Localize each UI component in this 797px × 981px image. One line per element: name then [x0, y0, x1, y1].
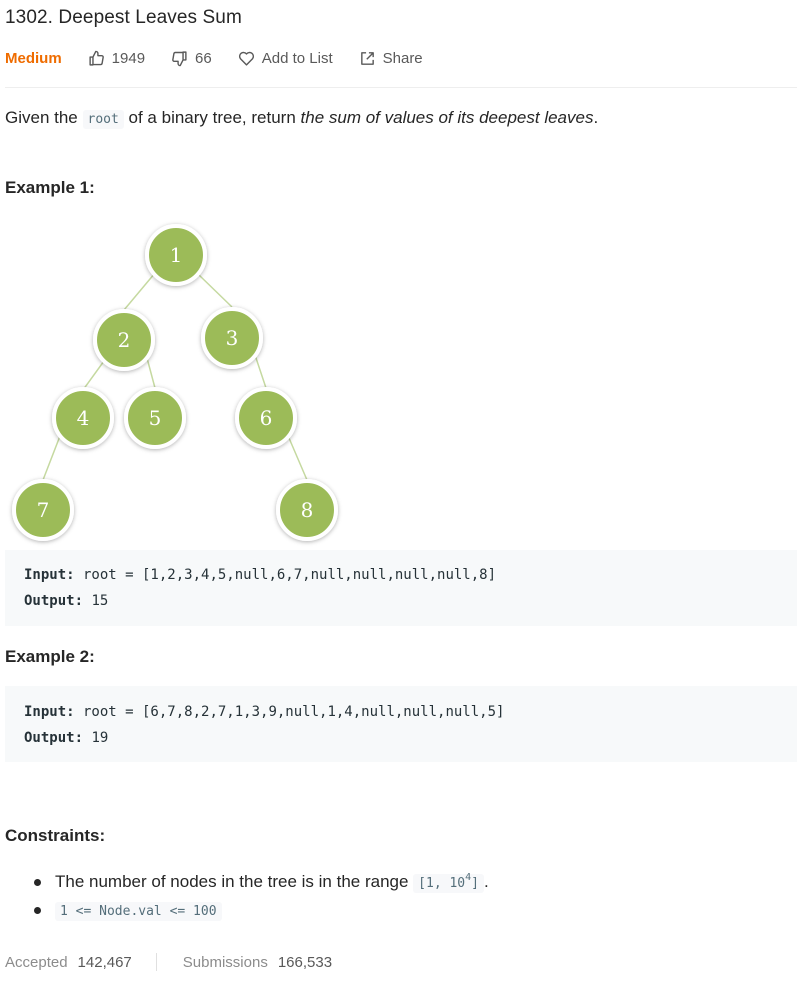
tree-node-circle: [276, 479, 338, 541]
share-label: Share: [382, 49, 423, 67]
submissions-label: Submissions: [182, 953, 268, 971]
input-label: Input:: [24, 567, 75, 583]
tree-node-circle: [145, 224, 207, 286]
example-1-code-block: Input: root = [1,2,3,4,5,null,6,7,null,n…: [5, 550, 797, 626]
tree-node-1: 1: [145, 224, 207, 286]
example-1-tree-diagram: 1 2 3 4 5 6 7 8: [12, 224, 338, 541]
share-button[interactable]: Share: [359, 50, 423, 67]
root-code: root: [82, 110, 124, 129]
tree-edge: [42, 435, 61, 481]
problem-meta-bar: Medium 1949 66 Add to List Share: [5, 46, 449, 70]
tree-node-8: 8: [276, 479, 338, 541]
tree-node-label: 6: [260, 406, 273, 430]
tree-node-label: 5: [149, 406, 162, 430]
tree-node-label: 1: [170, 243, 183, 267]
output-label: Output:: [24, 730, 84, 746]
tree-node-circle: [235, 387, 297, 449]
tree-edge: [146, 357, 156, 389]
thumbs-down-icon: [172, 50, 187, 66]
tree-node-label: 7: [37, 498, 50, 522]
tree-node-5: 5: [124, 387, 186, 449]
thumbs-up-icon: [89, 50, 104, 66]
stats-divider: [155, 953, 157, 971]
dislike-button[interactable]: 66: [171, 50, 212, 67]
description-text: of a binary tree, return: [123, 108, 301, 127]
constraint-code-text: [1, 10: [418, 876, 466, 891]
example-2-code-block: Input: root = [6,7,8,2,7,1,3,9,null,1,4,…: [5, 686, 797, 762]
add-to-list-label: Add to List: [261, 49, 333, 67]
input-label: Input:: [24, 704, 75, 720]
constraint-code: [1, 104]: [413, 872, 484, 893]
like-count: 1949: [111, 49, 146, 67]
output-value: 15: [83, 593, 109, 609]
tree-node-label: 3: [226, 326, 239, 350]
add-to-list-button[interactable]: Add to List: [238, 50, 333, 67]
tree-node-circle: [201, 307, 263, 369]
constraint-item: The number of nodes in the tree is in th…: [30, 868, 489, 896]
constraint-text: The number of nodes in the tree is in th…: [55, 872, 414, 891]
accepted-value: 142,467: [77, 953, 132, 971]
constraints-heading: Constraints:: [5, 826, 106, 845]
submissions-value: 166,533: [277, 953, 333, 971]
tree-node-circle: [93, 309, 155, 371]
tree-node-circle: [52, 387, 114, 449]
tree-node-4: 4: [52, 387, 114, 449]
accepted-label: Accepted: [5, 953, 68, 971]
tree-node-6: 6: [235, 387, 297, 449]
tree-node-7: 7: [12, 479, 74, 541]
example-2-heading: Example 2:: [5, 647, 95, 666]
tree-edge: [82, 360, 105, 391]
like-button[interactable]: 1949: [88, 50, 145, 67]
example-1-heading: Example 1:: [5, 178, 95, 197]
constraint-superscript: 4: [465, 872, 472, 883]
constraint-code: 1 <= Node.val <= 100: [55, 902, 222, 921]
tree-node-circle: [124, 387, 186, 449]
constraint-code-text: ]: [471, 876, 479, 891]
problem-title: 1302. Deepest Leaves Sum: [5, 7, 242, 28]
share-icon: [360, 51, 374, 65]
output-label: Output:: [24, 593, 84, 609]
description-text: .: [593, 108, 599, 127]
bullet-icon: [34, 879, 41, 886]
tree-node-label: 8: [301, 498, 314, 522]
tree-node-label: 4: [77, 406, 90, 430]
bullet-icon: [34, 907, 41, 914]
description-emphasis: the sum of values of its deepest leaves: [300, 108, 594, 127]
heart-icon: [238, 51, 254, 66]
tree-node-circle: [12, 479, 74, 541]
constraint-text: .: [484, 872, 489, 891]
difficulty-badge: Medium: [5, 49, 62, 67]
description-text: Given the: [5, 108, 83, 127]
submission-stats: Accepted 142,467 Submissions 166,533: [5, 953, 332, 971]
constraint-item: 1 <= Node.val <= 100: [30, 896, 489, 924]
tree-edge: [254, 354, 267, 389]
dislike-count: 66: [195, 49, 212, 67]
problem-description: Given the root of a binary tree, return …: [5, 108, 599, 129]
header-divider: [5, 87, 797, 88]
output-value: 19: [83, 730, 109, 746]
tree-node-label: 2: [118, 328, 131, 352]
tree-edge: [123, 272, 156, 311]
tree-node-2: 2: [93, 309, 155, 371]
input-value: root = [6,7,8,2,7,1,3,9,null,1,4,null,nu…: [74, 704, 505, 720]
tree-edge: [198, 274, 233, 308]
constraints-list: The number of nodes in the tree is in th…: [30, 868, 489, 924]
input-value: root = [1,2,3,4,5,null,6,7,null,null,nul…: [74, 567, 497, 583]
tree-edge: [288, 437, 308, 481]
tree-node-3: 3: [201, 307, 263, 369]
